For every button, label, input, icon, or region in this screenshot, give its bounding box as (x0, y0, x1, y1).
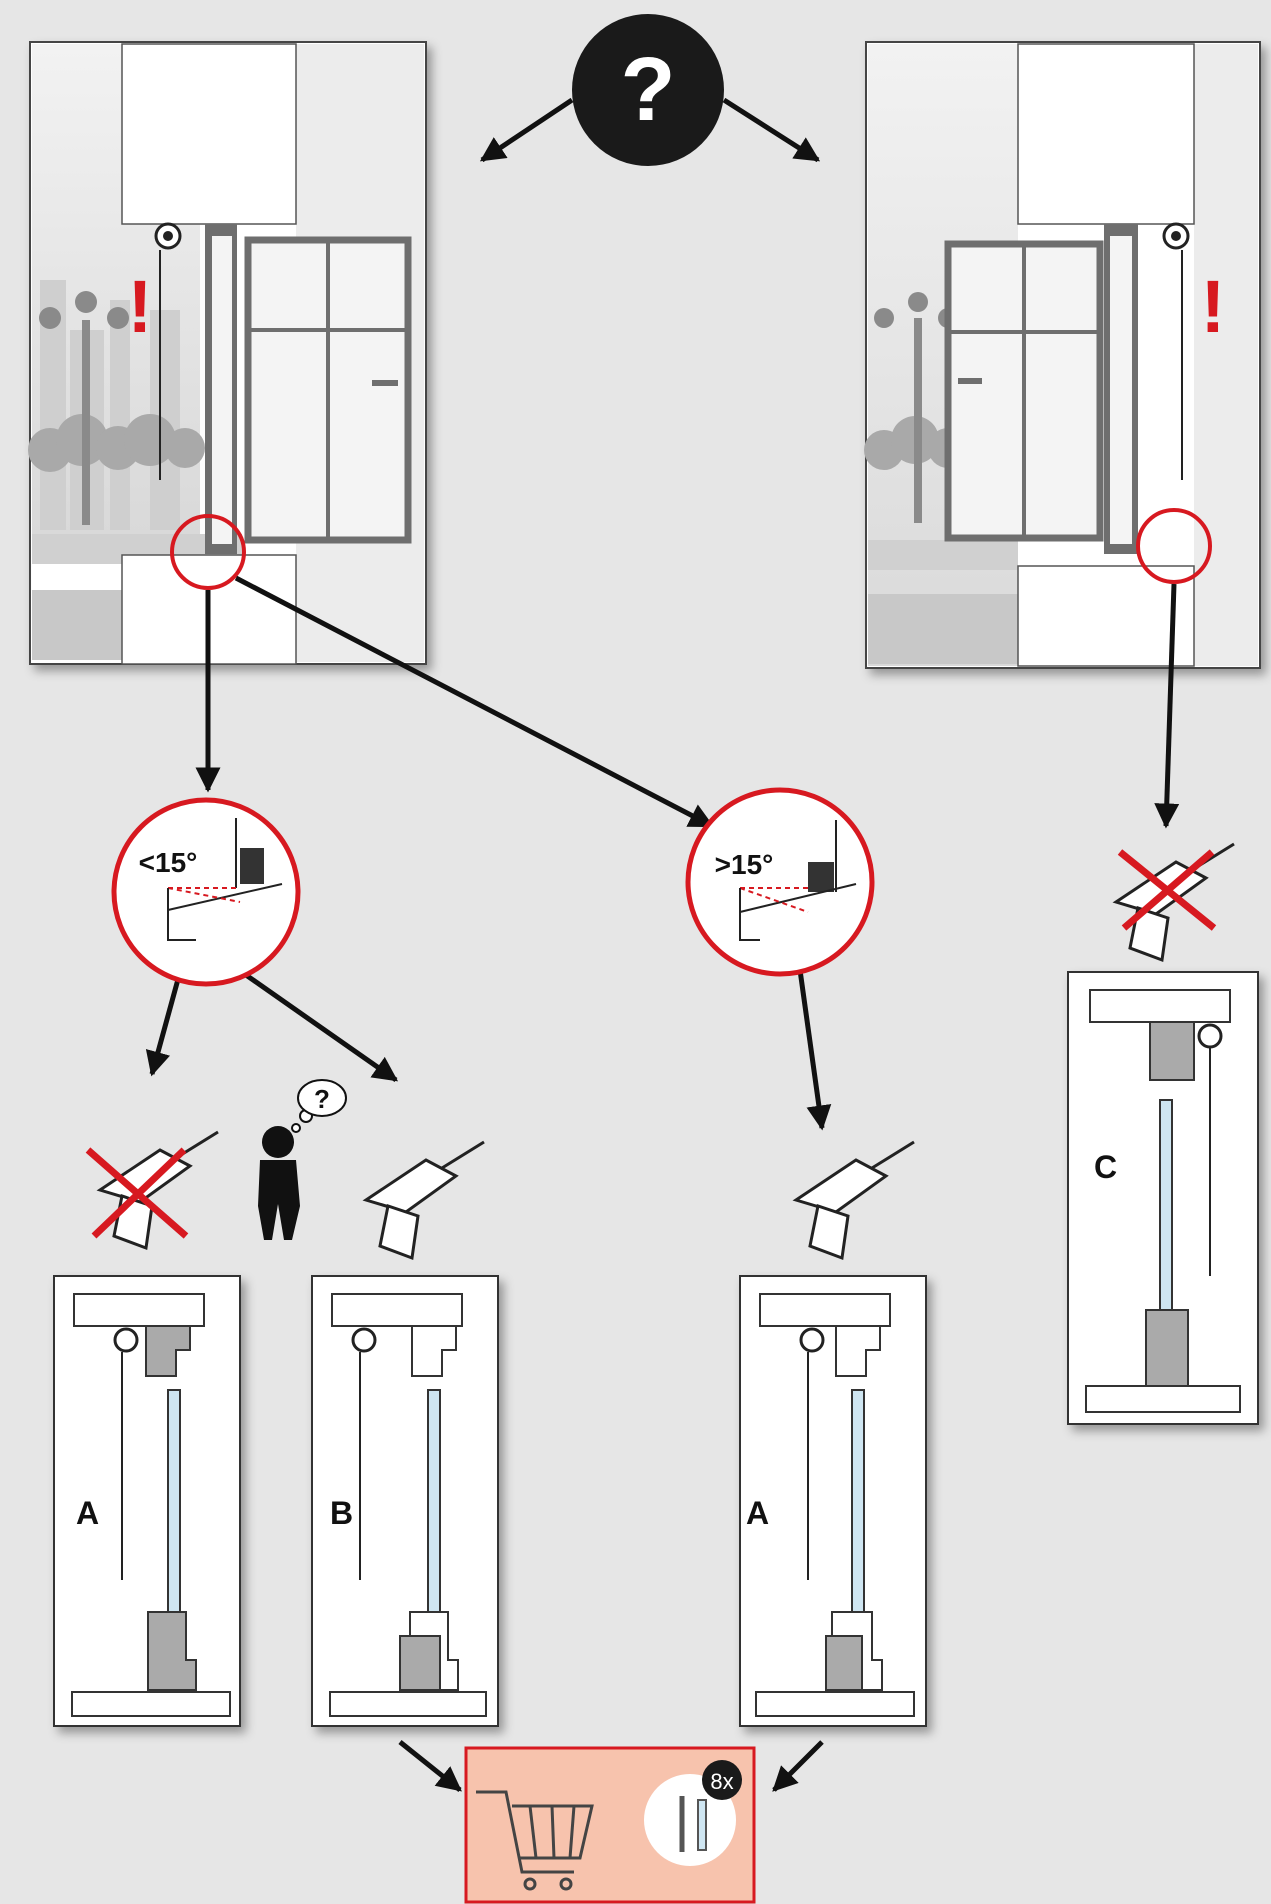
question-badge: ? (572, 14, 724, 166)
drill-icon (100, 1132, 218, 1248)
scene-window-sash-left: ! (28, 42, 426, 664)
angle-check-greater: >15° (688, 790, 872, 974)
profile-panel-a-right: A (740, 1276, 926, 1726)
angle-check-less: <15° (114, 800, 298, 984)
window-frame (248, 240, 408, 540)
thinking-person-icon: ? (258, 1080, 346, 1240)
shopping-cart-box: 8x (466, 1748, 754, 1902)
profile-label-a: A (76, 1495, 99, 1531)
profile-panel-c: C (1068, 972, 1258, 1424)
profile-label-a: A (746, 1495, 769, 1531)
profile-label-c: C (1094, 1149, 1117, 1185)
profile-panel-a-left: A (54, 1276, 240, 1726)
question-mark: ? (621, 40, 676, 140)
scene-window-sash-right: ! (864, 42, 1260, 668)
kit-count-badge: 8x (710, 1769, 733, 1794)
drill-icon (796, 1142, 914, 1258)
thinking-question-mark: ? (314, 1084, 330, 1114)
window-frame (948, 244, 1100, 538)
warning-mark-left: ! (128, 265, 153, 348)
profile-panel-b: B (312, 1276, 498, 1726)
angle-greater-label: >15° (715, 849, 774, 880)
drill-icon (366, 1142, 484, 1258)
angle-less-label: <15° (139, 847, 198, 878)
warning-mark-right: ! (1201, 265, 1226, 348)
profile-label-b: B (330, 1495, 353, 1531)
